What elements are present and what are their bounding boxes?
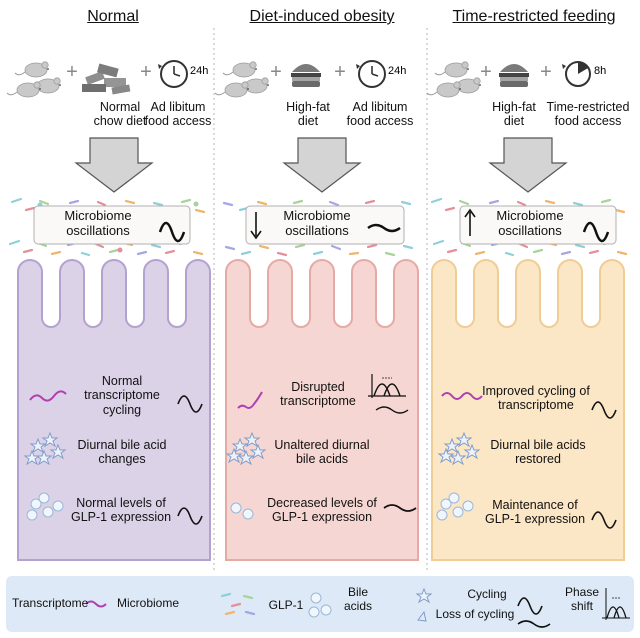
mouse-icon (6, 61, 62, 98)
legend-cycling: Cycling (467, 587, 507, 601)
wave-icon (367, 223, 401, 233)
mouse-icon (214, 61, 270, 98)
clock-icon (158, 60, 188, 88)
wave-icon (177, 395, 203, 413)
cycling-wave-icon (517, 597, 543, 615)
wave-icon (158, 221, 186, 243)
phase-shift-icon (602, 588, 630, 620)
triangle-icon (417, 610, 427, 622)
wave-icon (177, 507, 203, 525)
transcriptome-label: Improved cycling of transcriptome (482, 384, 590, 413)
diet-label: High-fat diet (492, 100, 536, 129)
svg-text:+: + (540, 61, 552, 83)
column-title: Time-restricted feeding (452, 8, 616, 25)
column-title: Diet-induced obesity (249, 8, 395, 25)
transcript-icon (441, 392, 483, 400)
oscillation-box (459, 205, 617, 245)
down-arrow-icon (74, 137, 154, 193)
legend-transcriptome: Transcriptome (12, 596, 89, 610)
svg-text:+: + (140, 61, 152, 83)
plus-icon: + (66, 61, 78, 83)
glp-label: Normal levels of GLP-1 expression (70, 496, 172, 525)
transcript-icon (29, 390, 67, 402)
wave-icon (591, 401, 617, 419)
column-obesity: + + 24h (214, 60, 419, 561)
legend-bile-acids: Bile acids (343, 585, 372, 613)
oscillation-box (245, 205, 405, 245)
legend-glp1: GLP-1 (268, 598, 304, 612)
access-hours: 8h (594, 65, 606, 77)
glp-label: Decreased levels of GLP-1 expression (267, 496, 377, 525)
access-label: Time-restricted food access (546, 100, 630, 129)
oscillation-box (33, 205, 191, 245)
legend-phase-shift: Phase shift (564, 585, 600, 613)
clock-icon (356, 60, 386, 88)
oscillation-label: Microbiome oscillations (283, 208, 351, 238)
transcript-icon (85, 600, 107, 608)
bile-label: Unaltered diurnal bile acids (274, 438, 370, 467)
glp-label: Maintenance of GLP-1 expression (484, 498, 586, 527)
diet-label: High-fat diet (286, 100, 330, 129)
legend-microbiome: Microbiome (116, 596, 179, 610)
access-hours: 24h (190, 65, 208, 77)
epithelial-cell (225, 259, 419, 561)
bile-label: Diurnal bile acid changes (77, 438, 167, 467)
microbe-icon (220, 592, 256, 616)
loss-of-cycling-icon (517, 620, 551, 628)
column-title: Normal (87, 8, 139, 25)
phase-shift-icon (368, 374, 409, 414)
diet-label: Normal chow diet (93, 100, 147, 129)
legend-box (6, 576, 634, 632)
epithelial-cell (431, 259, 625, 561)
access-label: Ad libitum food access (346, 100, 414, 129)
legend-loss-of-cycling: Loss of cycling (435, 607, 515, 621)
transcript-icon (237, 391, 263, 409)
oscillation-label: Microbiome oscillations (64, 208, 132, 238)
svg-text:+: + (480, 61, 492, 83)
column-normal: + + 24h (6, 60, 211, 561)
mouse-icon (426, 61, 482, 98)
chow-icon (82, 63, 131, 95)
clock-icon (562, 61, 591, 87)
wave-icon (383, 504, 417, 512)
column-trf: + + 8h (426, 61, 628, 561)
access-hours: 24h (388, 65, 406, 77)
wave-icon (582, 221, 610, 243)
down-arrow-icon (488, 137, 568, 193)
epithelial-cell (17, 259, 211, 561)
svg-text:+: + (334, 61, 346, 83)
access-label: Ad libitum food access (144, 100, 212, 129)
burger-icon (291, 64, 321, 87)
transcriptome-label: Disrupted transcriptome (280, 380, 356, 409)
transcriptome-label: Normal transcriptome cycling (84, 374, 160, 417)
svg-text:+: + (270, 61, 282, 83)
down-arrow-icon (282, 137, 362, 193)
bile-label: Diurnal bile acids restored (490, 438, 586, 467)
oscillation-label: Microbiome oscillations (496, 208, 564, 238)
wave-icon (591, 511, 617, 529)
burger-icon (499, 64, 529, 87)
